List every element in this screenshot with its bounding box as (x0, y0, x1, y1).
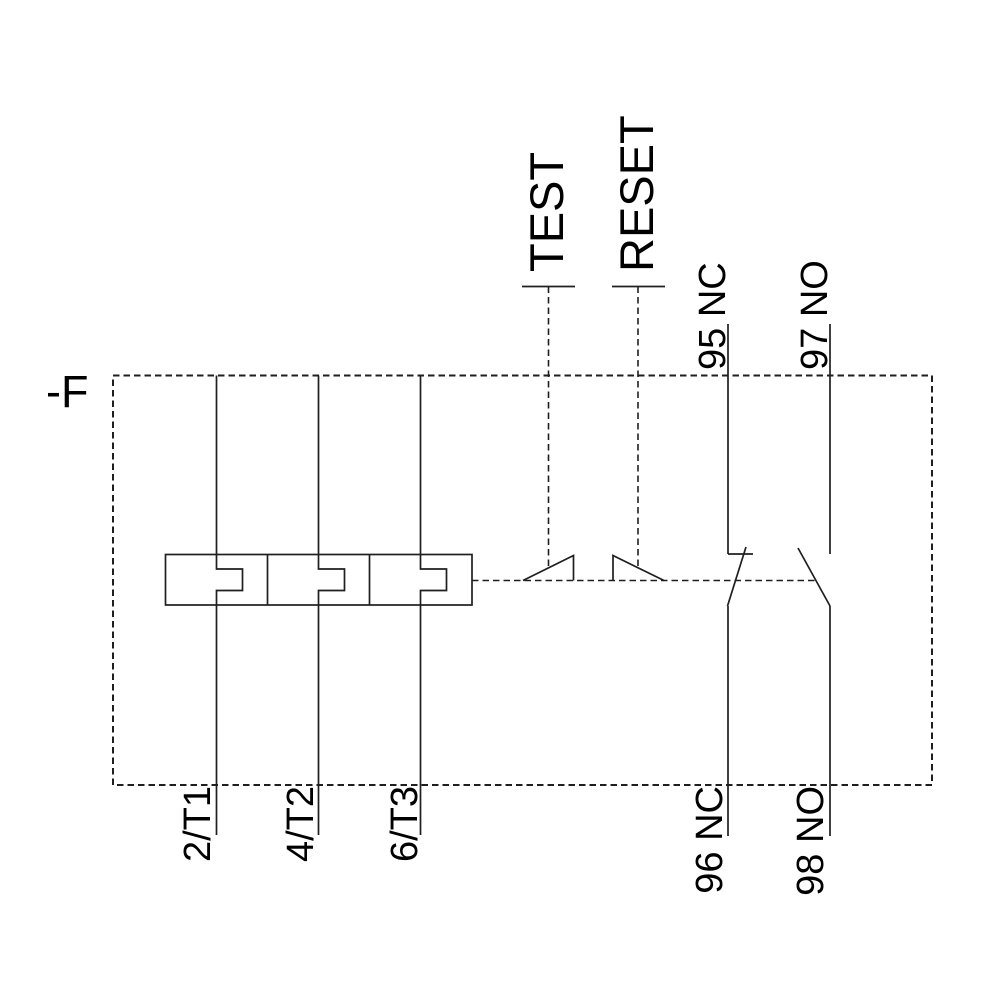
nc-bottom-terminal-label: 96 NC (689, 786, 731, 894)
nc-top-terminal-label: 95 NC (692, 262, 734, 370)
relay-boundary-dashed-box (112, 374, 933, 786)
reset-actuator: RESET (610, 115, 665, 582)
power-poles (215, 375, 448, 835)
test-actuator: TEST (520, 152, 575, 582)
aux-contact-no: 97 NO 98 NO (790, 260, 836, 896)
power-terminal-label-3: 6/T3 (384, 786, 426, 862)
test-lever-icon (522, 554, 575, 582)
no-bottom-terminal-label: 98 NO (790, 786, 832, 896)
power-terminal-labels: 2/T1 4/T2 6/T3 (177, 786, 426, 862)
aux-contact-nc: 95 NC 96 NC (689, 262, 753, 894)
pole-conductor-2 (317, 375, 346, 835)
test-label: TEST (520, 152, 573, 272)
reset-label: RESET (610, 115, 663, 272)
power-terminal-label-1: 2/T1 (177, 786, 219, 862)
no-top-terminal-label: 97 NO (794, 260, 836, 370)
power-terminal-label-2: 4/T2 (280, 786, 322, 862)
device-designation-label: -F (46, 366, 88, 417)
no-contact-blade (797, 547, 831, 607)
nc-contact-blade (726, 546, 747, 607)
pole-conductor-1 (215, 375, 244, 835)
pole-conductor-3 (419, 375, 448, 835)
reset-lever-icon (612, 554, 665, 582)
